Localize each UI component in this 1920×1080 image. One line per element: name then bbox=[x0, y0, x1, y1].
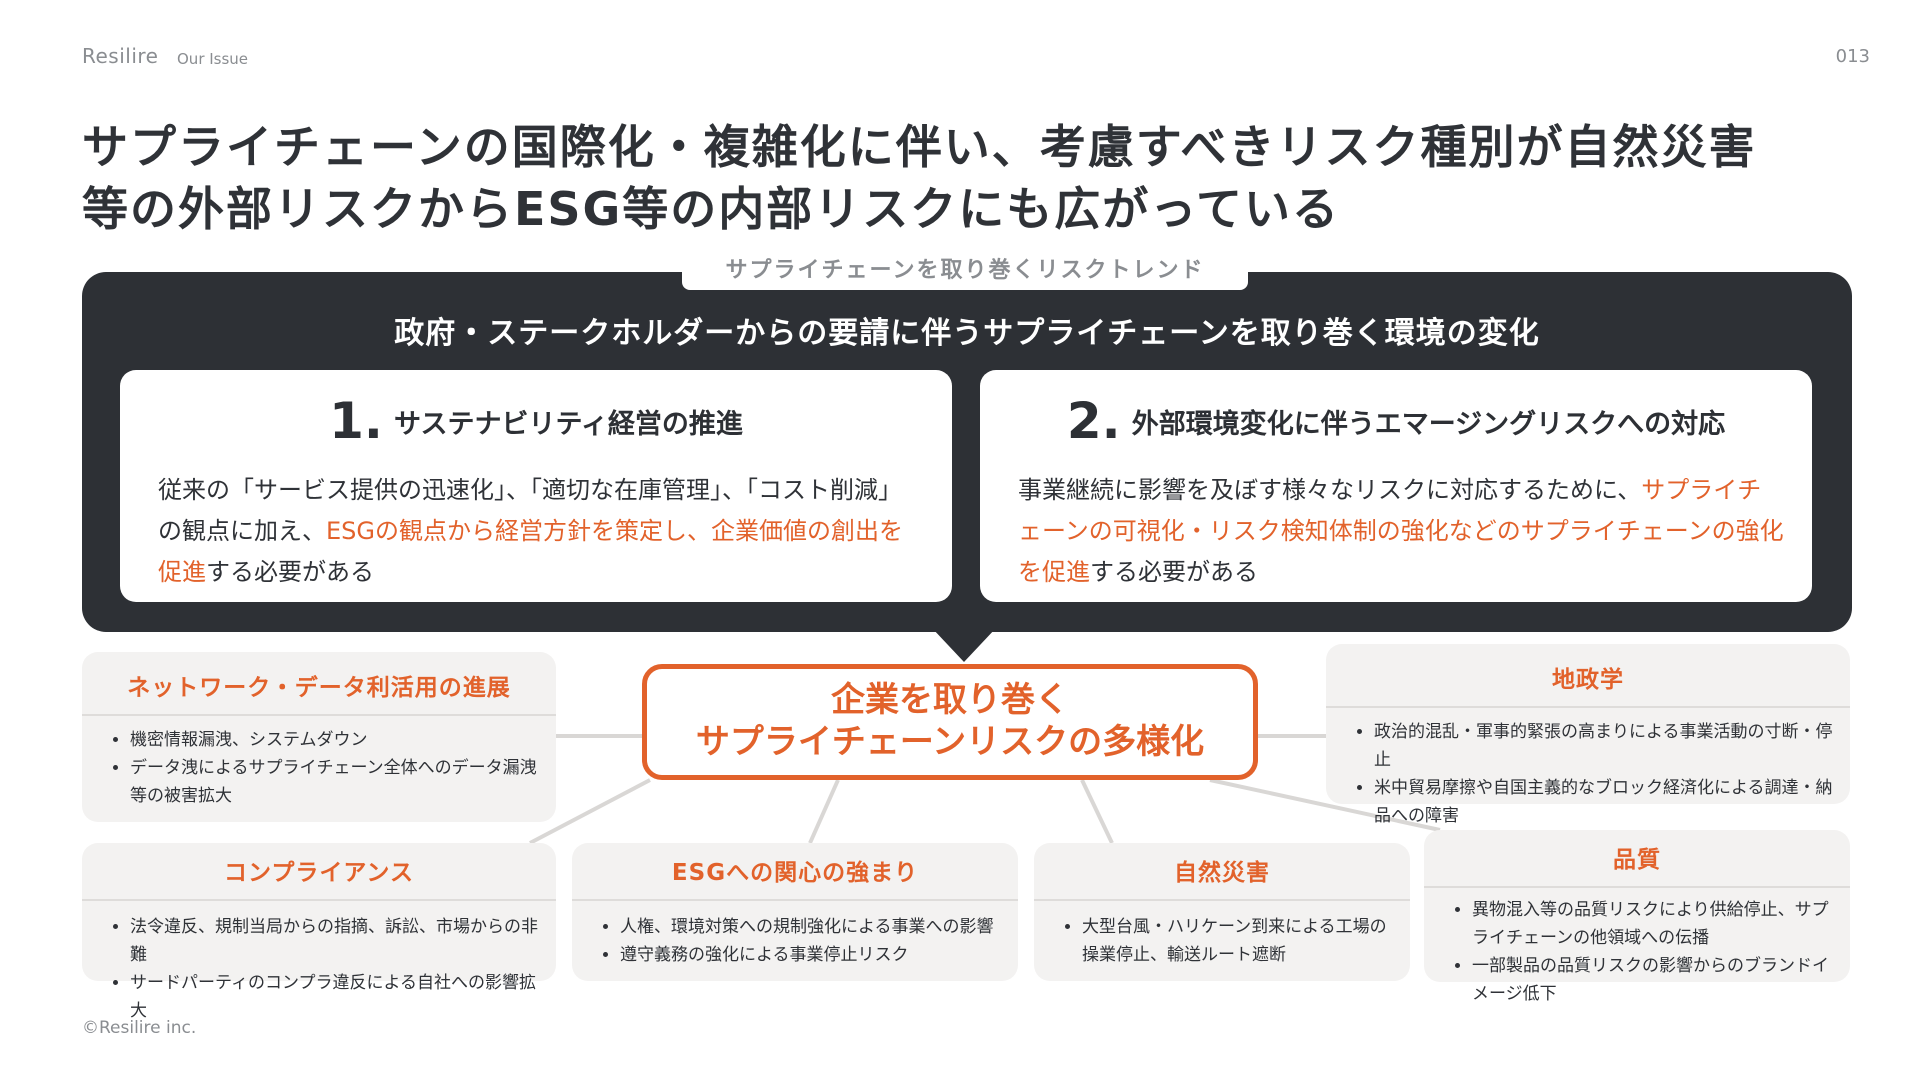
trend-card-emerging-risk: 2. 外部環境変化に伴うエマージングリスクへの対応 事業継続に影響を及ぼす様々な… bbox=[980, 370, 1812, 602]
list-item: 機密情報漏洩、システムダウン bbox=[130, 726, 542, 754]
risk-box-list: 機密情報漏洩、システムダウン データ洩によるサプライチェーン全体へのデータ漏洩等… bbox=[82, 726, 556, 810]
risk-box-esg: ESGへの関心の強まり 人権、環境対策への規制強化による事業への影響 遵守義務の… bbox=[572, 843, 1018, 981]
list-item: 大型台風・ハリケーン到来による工場の操業停止、輸送ルート遮断 bbox=[1082, 913, 1396, 969]
brand-logo-text: Resilire bbox=[82, 44, 159, 68]
page-title: サプライチェーンの国際化・複雑化に伴い、考慮すべきリスク種別が自然災害 等の外部… bbox=[82, 116, 1862, 240]
card-title-row: 1. サステナビリティ経営の推進 bbox=[120, 392, 952, 450]
list-item: 一部製品の品質リスクの影響からのブランドイメージ低下 bbox=[1472, 952, 1836, 1008]
copyright-footer: ©Resilire inc. bbox=[82, 1018, 197, 1038]
risk-box-geopolitics: 地政学 政治的混乱・軍事的緊張の高まりによる事業活動の寸断・停止 米中貿易摩擦や… bbox=[1326, 644, 1850, 826]
card-body-highlight: ESGの観点から経営方針を策定し、企業価値の創出を促進 bbox=[158, 517, 903, 586]
connector-natural bbox=[1080, 779, 1114, 844]
connector-quality bbox=[1209, 778, 1441, 832]
card-body: 従来の「サービス提供の迅速化」、「適切な在庫管理」、「コスト削減」の観点に加え、… bbox=[158, 470, 924, 593]
trend-card-sustainability: 1. サステナビリティ経営の推進 従来の「サービス提供の迅速化」、「適切な在庫管… bbox=[120, 370, 952, 602]
list-item: 人権、環境対策への規制強化による事業への影響 bbox=[620, 913, 1004, 941]
card-body-highlight: サプライチェーンの可視化・リスク検知体制の強化などのサプライチェーンの強化を促進 bbox=[1018, 476, 1784, 586]
card-title-row: 2. 外部環境変化に伴うエマージングリスクへの対応 bbox=[980, 392, 1812, 450]
list-item: 異物混入等の品質リスクにより供給停止、サプライチェーンの他領域への伝播 bbox=[1472, 896, 1836, 952]
risk-box-title: 品質 bbox=[1424, 834, 1850, 888]
risk-box-quality: 品質 異物混入等の品質リスクにより供給停止、サプライチェーンの他領域への伝播 一… bbox=[1424, 830, 1850, 1004]
panel-pointer-arrow bbox=[932, 628, 996, 662]
risk-box-title: 地政学 bbox=[1326, 654, 1850, 708]
risk-box-list: 法令違反、規制当局からの指摘、訴訟、市場からの非難 サードパーティのコンプラ違反… bbox=[82, 913, 556, 1025]
page-title-line-1: サプライチェーンの国際化・複雑化に伴い、考慮すべきリスク種別が自然災害 bbox=[82, 120, 1757, 174]
page-title-line-2: 等の外部リスクからESG等の内部リスクにも広がっている bbox=[82, 182, 1341, 236]
list-item: 政治的混乱・軍事的緊張の高まりによる事業活動の寸断・停止 bbox=[1374, 718, 1836, 774]
risk-box-list: 人権、環境対策への規制強化による事業への影響 遵守義務の強化による事業停止リスク bbox=[572, 913, 1018, 969]
list-item: 法令違反、規制当局からの指摘、訴訟、市場からの非難 bbox=[130, 913, 542, 969]
connector-esg bbox=[808, 779, 840, 844]
list-item: 遵守義務の強化による事業停止リスク bbox=[620, 941, 1004, 969]
trend-tag: サプライチェーンを取り巻くリスクトレンド bbox=[682, 254, 1248, 290]
risk-box-compliance: コンプライアンス 法令違反、規制当局からの指摘、訴訟、市場からの非難 サードパー… bbox=[82, 843, 556, 1021]
list-item: 米中貿易摩擦や自国主義的なブロック経済化による調達・納品への障害 bbox=[1374, 774, 1836, 830]
card-body-text-end: する必要がある bbox=[1090, 558, 1258, 586]
risk-box-list: 大型台風・ハリケーン到来による工場の操業停止、輸送ルート遮断 bbox=[1034, 913, 1410, 969]
list-item: サードパーティのコンプラ違反による自社への影響拡大 bbox=[130, 969, 542, 1025]
card-body-text-end: する必要がある bbox=[206, 558, 374, 586]
risk-box-title: 自然災害 bbox=[1034, 847, 1410, 901]
card-body-text: 従来の「サービス提供の迅速化」、「適切な在庫管理」、「コスト削減」の観点に加え、 bbox=[158, 476, 902, 545]
card-title: サステナビリティ経営の推進 bbox=[394, 408, 743, 440]
hub-line-2: サプライチェーンリスクの多様化 bbox=[695, 722, 1205, 762]
card-body: 事業継続に影響を及ぼす様々なリスクに対応するために、サプライチェーンの可視化・リ… bbox=[1018, 470, 1784, 593]
page-number: 013 bbox=[1835, 46, 1870, 67]
card-number: 2. bbox=[1066, 392, 1121, 450]
risk-diversification-hub: 企業を取り巻く サプライチェーンリスクの多様化 bbox=[642, 664, 1258, 780]
card-title: 外部環境変化に伴うエマージングリスクへの対応 bbox=[1131, 408, 1726, 440]
risk-box-title: ネットワーク・データ利活用の進展 bbox=[82, 662, 556, 716]
card-number: 1. bbox=[329, 392, 383, 450]
connector-compliance bbox=[529, 778, 651, 845]
card-body-text: 事業継続に影響を及ぼす様々なリスクに対応するために、 bbox=[1018, 476, 1642, 504]
trend-heading: 政府・ステークホルダーからの要請に伴うサプライチェーンを取り巻く環境の変化 bbox=[394, 316, 1540, 351]
risk-box-title: ESGへの関心の強まり bbox=[572, 847, 1018, 901]
risk-box-natural-disaster: 自然災害 大型台風・ハリケーン到来による工場の操業停止、輸送ルート遮断 bbox=[1034, 843, 1410, 981]
hub-line-1: 企業を取り巻く bbox=[831, 680, 1069, 720]
list-item: データ洩によるサプライチェーン全体へのデータ漏洩等の被害拡大 bbox=[130, 754, 542, 810]
risk-box-title: コンプライアンス bbox=[82, 847, 556, 901]
section-label: Our Issue bbox=[177, 50, 249, 68]
risk-box-list: 異物混入等の品質リスクにより供給停止、サプライチェーンの他領域への伝播 一部製品… bbox=[1424, 896, 1850, 1008]
risk-box-list: 政治的混乱・軍事的緊張の高まりによる事業活動の寸断・停止 米中貿易摩擦や自国主義… bbox=[1326, 718, 1850, 830]
risk-box-network: ネットワーク・データ利活用の進展 機密情報漏洩、システムダウン データ洩によるサ… bbox=[82, 652, 556, 822]
